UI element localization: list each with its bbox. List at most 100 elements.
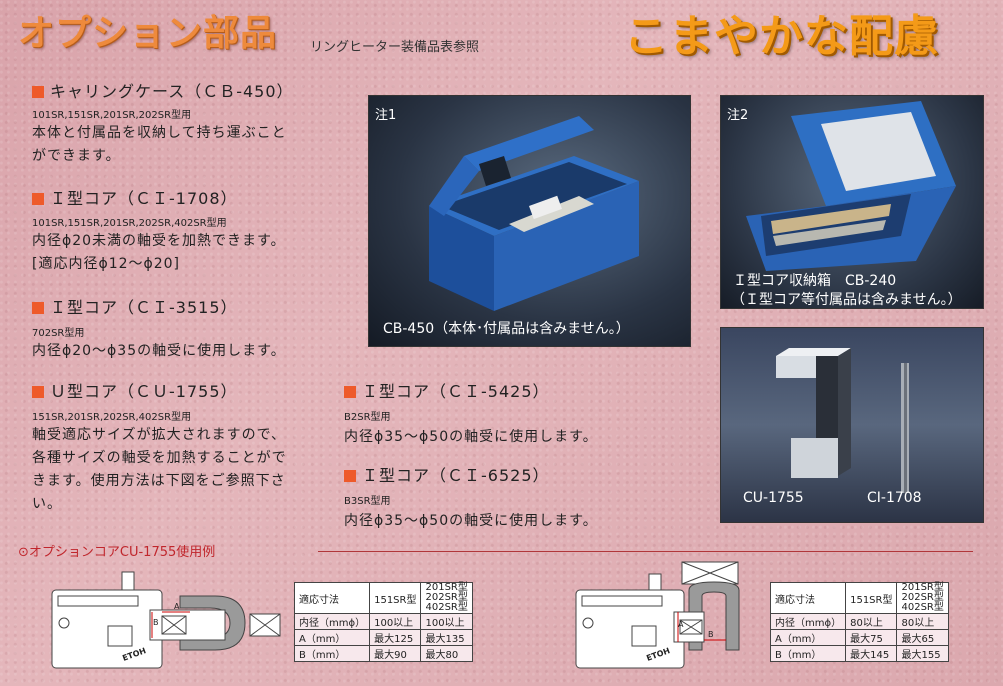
table-row: A（mm） 最大75 最大65 <box>769 629 949 646</box>
table-cell: 最大145 <box>845 645 898 662</box>
table-header: 201SR型 202SR型 402SR型 <box>420 582 473 614</box>
section-desc: 本体と付属品を収納して持ち運ぶこと ができます。 <box>32 122 287 168</box>
header-line: 201SR型 <box>901 582 944 593</box>
section-title-text: Ｉ型コア（ＣＩ-1708） <box>50 189 238 208</box>
bullet-square-icon <box>344 386 356 398</box>
bullet-square-icon <box>32 193 44 205</box>
section-desc: 軸受適応サイズが拡大されますので、 各種サイズの軸受を加熱することがで きます。… <box>32 424 287 516</box>
section-desc: 内径ϕ35〜ϕ50の軸受に使用します。 <box>344 513 598 529</box>
table-cell: 内径（mmϕ） <box>293 613 371 630</box>
photo-caption-line1: Ｉ型コア収納箱 CB-240 <box>733 273 897 289</box>
desc-line: 軸受適応サイズが拡大されますので、 <box>32 427 287 443</box>
spec-table-1: 適応寸法 151SR型 201SR型 202SR型 402SR型 内径（mmϕ）… <box>293 582 473 662</box>
header-line: 402SR型 <box>425 602 468 613</box>
table-cell: B（mm） <box>769 645 847 662</box>
table-cell: 最大90 <box>369 645 422 662</box>
section-models: 702SR型用 <box>32 328 85 339</box>
table-header: 適応寸法 <box>769 582 847 614</box>
photo-note: 注1 <box>375 108 397 123</box>
header-line: 202SR型 <box>425 592 468 603</box>
section-title-text: Ｉ型コア（ＣＩ-6525） <box>362 466 550 485</box>
table-cell: 80以上 <box>845 613 898 630</box>
table-row: 内径（mmϕ） 80以上 80以上 <box>769 613 949 630</box>
bullet-square-icon <box>32 86 44 98</box>
desc-line: きます。使用方法は下図をご参照下さ <box>32 473 286 489</box>
table-cell: 最大80 <box>420 645 473 662</box>
spec-table-2: 適応寸法 151SR型 201SR型 202SR型 402SR型 内径（mmϕ）… <box>769 582 949 662</box>
desc-line: [適応内径ϕ12〜ϕ20] <box>32 256 181 272</box>
diagram-label-b: B <box>153 618 159 627</box>
section-models: B3SR型用 <box>344 496 391 507</box>
table-row: 内径（mmϕ） 100以上 100以上 <box>293 613 473 630</box>
table-cell: 内径（mmϕ） <box>769 613 847 630</box>
section-models: B2SR型用 <box>344 412 391 423</box>
desc-line: 内径ϕ20〜ϕ35の軸受に使用します。 <box>32 343 286 359</box>
table-cell: 最大125 <box>369 629 422 646</box>
desc-line: 各種サイズの軸受を加熱することがで <box>32 450 287 466</box>
photo-note: 注2 <box>727 108 749 123</box>
photo-label-ci1708: CI-1708 <box>867 490 922 506</box>
table-cell: 最大155 <box>896 645 949 662</box>
table-cell: 100以上 <box>420 613 473 630</box>
usage-diagram-2: B A ETOH <box>574 560 769 678</box>
section-title-text: Ｉ型コア（ＣＩ-5425） <box>362 382 550 401</box>
photo-core-storage-box: 注2 Ｉ型コア収納箱 CB-240 （Ｉ型コア等付属品は含みません。） <box>720 95 984 309</box>
section-models: 101SR,151SR,201SR,202SR,402SR型用 <box>32 218 227 229</box>
diagram-label-a: A <box>174 602 180 611</box>
section-title-ci5425: Ｉ型コア（ＣＩ-5425） <box>344 378 550 402</box>
table-cell: 最大135 <box>420 629 473 646</box>
heater-diagram <box>51 571 281 669</box>
header-line: 402SR型 <box>901 602 944 613</box>
section-title-text: Ｕ型コア（ＣＵ-1755） <box>50 382 238 401</box>
bullet-square-icon <box>344 470 356 482</box>
table-row: B（mm） 最大90 最大80 <box>293 645 473 662</box>
page-title: オプション部品 <box>18 13 278 54</box>
section-title-text: キャリングケース（ＣＢ-450） <box>50 82 294 101</box>
table-cell: A（mm） <box>293 629 371 646</box>
section-title-cu1755: Ｕ型コア（ＣＵ-1755） <box>32 378 238 402</box>
header-line: 202SR型 <box>901 592 944 603</box>
table-header: 201SR型 202SR型 402SR型 <box>896 582 949 614</box>
section-models: 151SR,201SR,202SR,402SR型用 <box>32 412 192 423</box>
desc-line: 本体と付属品を収納して持ち運ぶこと <box>32 125 287 141</box>
section-title-ci1708: Ｉ型コア（ＣＩ-1708） <box>32 185 238 209</box>
table-cell: A（mm） <box>769 629 847 646</box>
section-models: 101SR,151SR,201SR,202SR型用 <box>32 110 192 121</box>
divider <box>318 551 973 552</box>
table-row: A（mm） 最大125 最大135 <box>293 629 473 646</box>
section-title-text: Ｉ型コア（ＣＩ-3515） <box>50 298 238 317</box>
usage-diagram-1: A B ETOH <box>50 568 290 678</box>
table-cell: 100以上 <box>369 613 422 630</box>
table-cell: 最大75 <box>845 629 898 646</box>
storage-box-illustration <box>746 101 956 271</box>
photo-caption: CB-450（本体･付属品は含みません。） <box>383 321 630 337</box>
desc-line: い。 <box>32 496 62 512</box>
header-line: 201SR型 <box>425 582 468 593</box>
cores-illustration <box>776 348 909 493</box>
usage-title: ⊙オプションコアCU-1755使用例 <box>18 545 216 560</box>
table-cell: B（mm） <box>293 645 371 662</box>
headline: こまやかな配慮 <box>624 11 939 62</box>
section-title-cb450: キャリングケース（ＣＢ-450） <box>32 78 294 102</box>
table-header: 適応寸法 <box>293 582 371 614</box>
diagram-label-a: A <box>678 620 684 629</box>
heater-diagram <box>575 561 740 669</box>
photo-label-cu1755: CU-1755 <box>743 490 804 506</box>
section-desc: 内径ϕ20未満の軸受を加熱できます。 [適応内径ϕ12〜ϕ20] <box>32 230 286 276</box>
table-header: 151SR型 <box>845 582 898 614</box>
section-desc: 内径ϕ20〜ϕ35の軸受に使用します。 <box>32 340 286 363</box>
photo-caption-line2: （Ｉ型コア等付属品は含みません。） <box>731 292 962 308</box>
diagram-label-b: B <box>708 630 714 639</box>
desc-line: ができます。 <box>32 148 121 164</box>
photo-carrying-case: 注1 CB-450（本体･付属品は含みません。） <box>368 95 691 347</box>
bullet-square-icon <box>32 302 44 314</box>
carrying-case-illustration <box>429 116 639 311</box>
page-subtitle: リングヒーター装備品表参照 <box>310 40 480 55</box>
table-cell: 最大65 <box>896 629 949 646</box>
table-cell: 80以上 <box>896 613 949 630</box>
section-title-ci3515: Ｉ型コア（ＣＩ-3515） <box>32 294 238 318</box>
bullet-square-icon <box>32 386 44 398</box>
section-title-ci6525: Ｉ型コア（ＣＩ-6525） <box>344 462 550 486</box>
table-header: 151SR型 <box>369 582 422 614</box>
table-row: B（mm） 最大145 最大155 <box>769 645 949 662</box>
